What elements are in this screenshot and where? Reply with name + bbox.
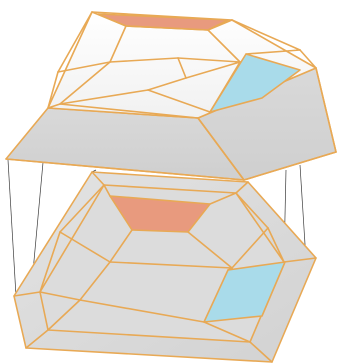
upper-solid <box>6 12 336 180</box>
flattened-net <box>14 172 316 362</box>
projector-line <box>8 160 16 296</box>
